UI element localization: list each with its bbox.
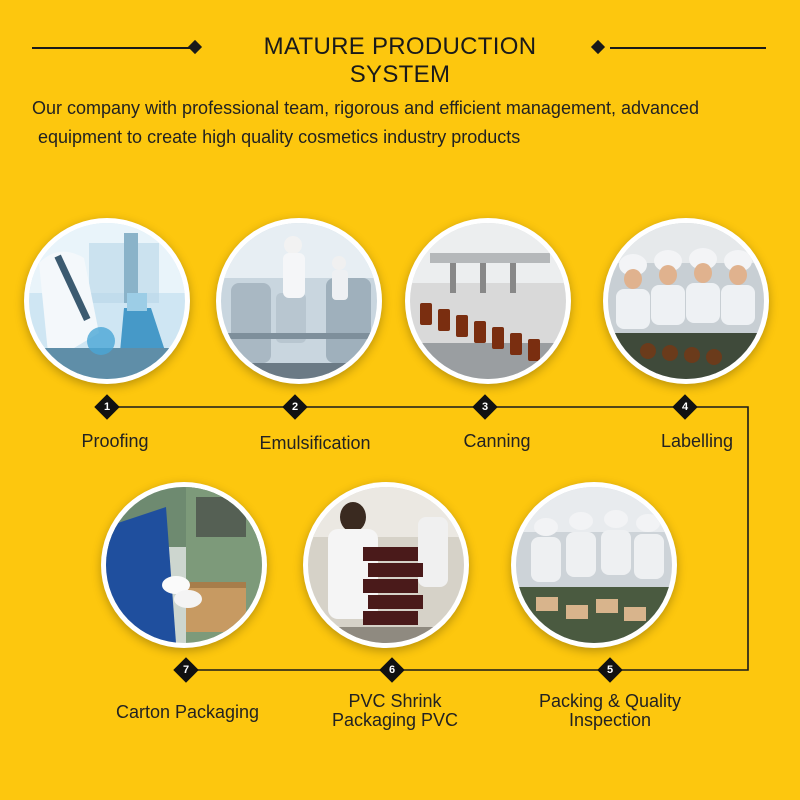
step-5-label-line-2: Inspection: [568, 710, 652, 730]
header-line-left: [32, 47, 190, 49]
step-1-badge: 1: [94, 394, 120, 420]
step-5-badge: 5: [597, 657, 623, 683]
section-title: MATURE PRODUCTION SYSTEM: [263, 33, 537, 88]
step-7-image: [101, 482, 267, 648]
step-2-label: Emulsification: [259, 433, 371, 453]
step-7-number: 7: [182, 664, 190, 676]
step-3-number: 3: [481, 401, 489, 413]
step-6-label-line-2: Packaging PVC: [331, 710, 459, 730]
step-1-number: 1: [103, 401, 111, 413]
step-7-badge: 7: [173, 657, 199, 683]
header-diamond-left-icon: [187, 39, 203, 55]
step-3-badge: 3: [472, 394, 498, 420]
step-2-number: 2: [291, 401, 299, 413]
intro-text: Our company with professional team, rigo…: [32, 94, 782, 152]
step-6-label-line-1: PVC Shrink: [348, 691, 442, 711]
step-6-label: PVC Shrink Packaging PVC: [310, 692, 480, 730]
step-2-image: [216, 218, 382, 384]
step-4-number: 4: [681, 401, 689, 413]
step-5-label: Packing & Quality Inspection: [520, 692, 700, 730]
step-6-number: 6: [388, 664, 396, 676]
step-4-badge: 4: [672, 394, 698, 420]
header-diamond-right-icon: [590, 39, 606, 55]
step-6-badge: 6: [379, 657, 405, 683]
step-6-image: [303, 482, 469, 648]
step-5-label-line-1: Packing & Quality: [538, 691, 682, 711]
header-line-right: [610, 47, 766, 49]
step-1-image: [24, 218, 190, 384]
step-3-image: [405, 218, 571, 384]
intro-line-1: Our company with professional team, rigo…: [32, 98, 700, 118]
step-3-label: Canning: [463, 431, 531, 451]
step-4-label: Labelling: [660, 431, 734, 451]
step-1-label: Proofing: [81, 431, 149, 451]
step-5-image: [511, 482, 677, 648]
step-2-badge: 2: [282, 394, 308, 420]
intro-line-2: equipment to create high quality cosmeti…: [38, 127, 521, 147]
step-7-label: Carton Packaging: [115, 702, 260, 722]
step-4-image: [603, 218, 769, 384]
step-5-number: 5: [606, 664, 614, 676]
